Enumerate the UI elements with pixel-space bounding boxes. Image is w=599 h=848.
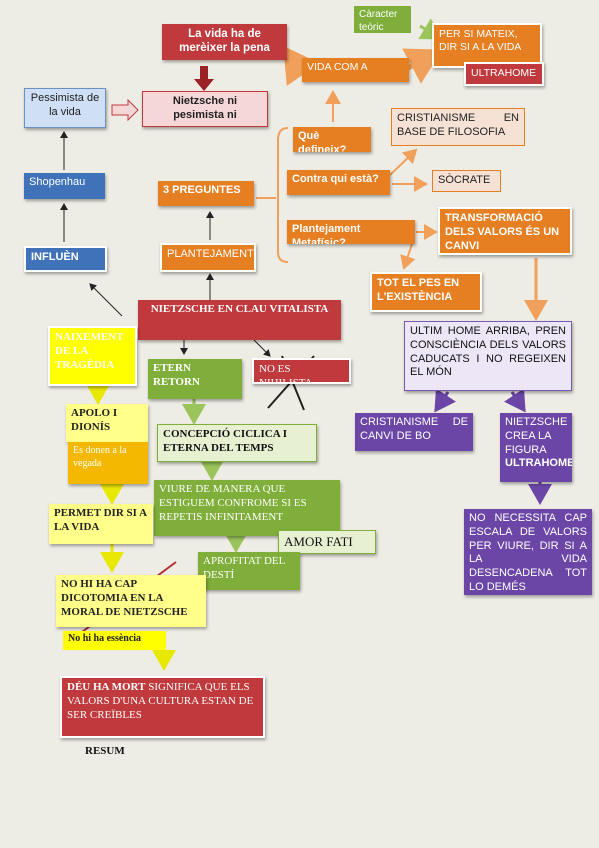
node-plantejament-metafisic: Plantejament Metafísic? (287, 220, 415, 244)
node-viure-manera: VIURE DE MANERA QUE ESTIGUEM CONFROME SI… (154, 480, 340, 536)
arrow-contra-qui-cristianisme (389, 148, 418, 176)
node-no-necessita: NO NECESSITA CAP ESCALA DE VALORS PER VI… (464, 509, 592, 595)
node-no-dicotomia: NO HI HA CAP DICOTOMIA EN LA MORAL DE NI… (56, 575, 206, 627)
node-naixement: NAIXEMENT DE LA TRAGÈDIA (48, 326, 137, 386)
node-contra-qui: Contra qui està? (287, 170, 390, 195)
node-apolo-dionis: APOLO I DIONÍS (66, 404, 148, 442)
node-nietzsche-crea-text: NIETZSCHE CREA LA FIGURA (505, 416, 568, 456)
node-3-preguntes: 3 PREGUNTES (158, 181, 254, 206)
node-concepcio-ciclica: CONCEPCIÓ CICLICA I ETERNA DEL TEMPS (157, 424, 317, 462)
node-nietzsche-clau: NIETZSCHE EN CLAU VITALISTA (138, 300, 341, 340)
arrow-plantejament-tot-pes (400, 243, 416, 270)
node-no-es-nihilista: NO ES NIHILISTA (252, 358, 351, 384)
node-aprofitat-desti: APROFITAT DEL DESTÍ (198, 552, 300, 590)
node-vida-merexer: La vida ha de merèixer la pena (162, 24, 287, 60)
node-deu-ha-mort: DÉU HA MORT SIGNIFICA QUE ELS VALORS D'U… (60, 676, 265, 738)
node-deu-ha-mort-bold: DÉU HA MORT (67, 681, 146, 693)
node-plantejament: PLANTEJAMENT (160, 243, 256, 272)
node-shopenhau: Shopenhau (24, 173, 105, 199)
arrow-clau-to-influen (89, 283, 123, 317)
node-pessimista: Pessimista de la vida (24, 88, 106, 128)
node-vida-com-a: VIDA COM A (302, 58, 409, 82)
node-influen: INFLUÈN (24, 246, 107, 272)
arrow-vida-com-a-left (283, 45, 320, 87)
node-transformacio: TRANSFORMACIÓ DELS VALORS ÉS UN CANVI (438, 207, 572, 255)
node-amor-fati: AMOR FATI (278, 530, 376, 554)
node-socrate: SÒCRATE (432, 170, 501, 192)
node-cristianisme-canvi: CRISTIANISME DE CANVI DE BO (355, 413, 473, 451)
node-nietzsche-ni-text: Nietzsche ni pesimista ni (172, 95, 238, 121)
bracket-3-preguntes (277, 127, 289, 263)
node-tot-el-pes: TOT EL PES EN L'EXISTÈNCIA (370, 272, 482, 312)
arrow-vida-to-nietzsche (194, 66, 214, 91)
node-donen-vegada: Es donen a la vegada (68, 442, 148, 484)
node-cristianisme-base: CRISTIANISME EN BASE DE FILOSOFIA (391, 108, 525, 146)
node-ultim-home: ULTIM HOME ARRIBA, PREN CONSCIÈNCIA DELS… (404, 321, 572, 391)
node-ultrahome: ULTRAHOME (464, 62, 544, 86)
label-resum: RESUM (85, 745, 125, 757)
arrow-clau-to-no-nihilista (253, 339, 271, 357)
node-etern-retorn: ETERN RETORN (148, 359, 242, 399)
node-nietzsche-ni: Nietzsche ni pesimista ni (142, 91, 268, 127)
node-que-defineix: Què defineix? (293, 127, 371, 152)
node-no-essencia: No hi ha essència (63, 631, 166, 650)
arrow-ultim-to-nietzsche-crea (504, 388, 526, 413)
arrow-pessimista-to-nietzsche (111, 98, 139, 122)
node-caracter-teoric: Càracter teòric (354, 6, 411, 33)
arrow-ultim-to-cristianisme (434, 388, 456, 413)
node-permet-dir: PERMET DIR SI A LA VIDA (49, 504, 153, 544)
node-deu-ha-mort-rest: SIGNIFICA QUE ELS VALORS D'UNA CULTURA E… (67, 681, 254, 721)
node-naixement-text: NAIXEMENT DE LA TRAGÈDIA (55, 331, 124, 371)
node-nietzsche-crea-bold: ULTRAHOME (505, 457, 572, 470)
